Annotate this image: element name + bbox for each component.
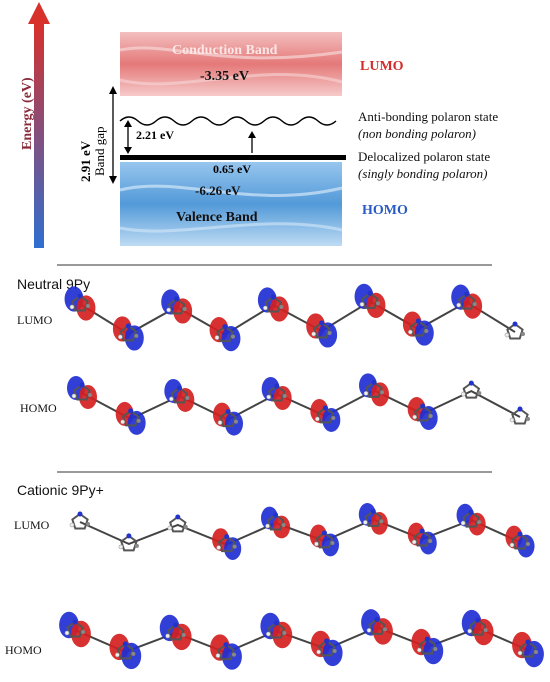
conduction-band-label: Conduction Band [172, 43, 278, 58]
antibonding-label: Anti-bonding polaron state [358, 109, 499, 124]
lumo-energy: -3.35 eV [200, 69, 249, 84]
delocalized-label: Delocalized polaron state [358, 149, 491, 164]
neutral-homo-label: HOMO [20, 401, 57, 415]
valence-band-label: Valence Band [176, 210, 258, 225]
delocalized-sublabel: (singly bonding polaron) [358, 166, 488, 181]
small-gap-value: 2.21 eV [136, 128, 174, 142]
polaron-gap-value: 0.65 eV [213, 162, 251, 176]
cationic-lumo-label: LUMO [14, 518, 50, 532]
neutral-lumo-label: LUMO [17, 313, 53, 327]
cationic-homo-label: HOMO [5, 643, 42, 657]
homo-energy: -6.26 eV [195, 183, 241, 198]
homo-label: HOMO [362, 203, 408, 218]
antibonding-sublabel: (non bonding polaron) [358, 126, 476, 141]
cationic-title: Cationic 9Py+ [17, 482, 104, 498]
lumo-label: LUMO [360, 59, 404, 74]
